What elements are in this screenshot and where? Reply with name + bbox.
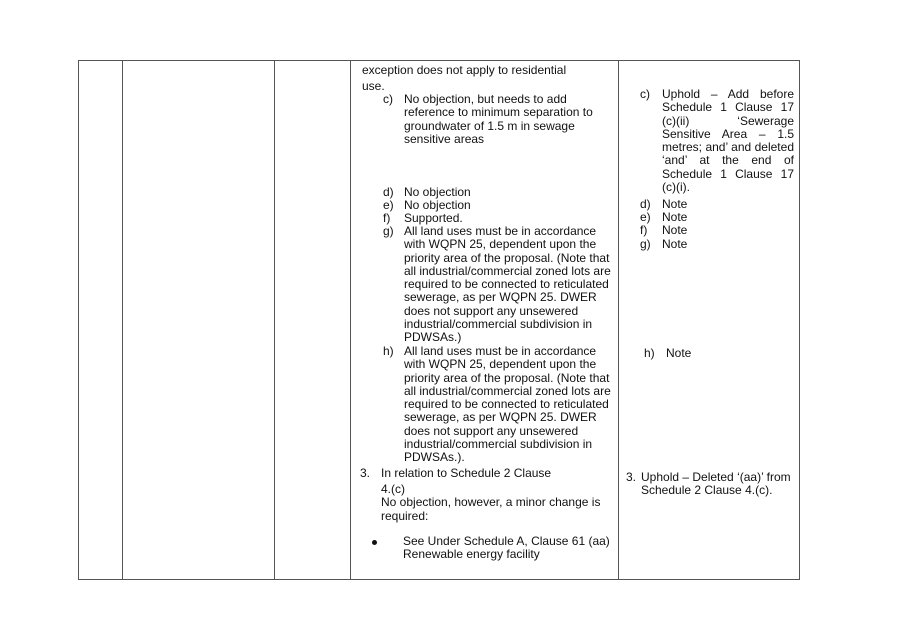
text-line: No objection, but needs to add <box>404 92 567 106</box>
text-line: groundwater of 1.5 m in sewage <box>404 118 575 133</box>
text-line: industrial/commercial subdivision in <box>404 317 593 332</box>
item-text: No objection <box>404 185 471 199</box>
text-line: industrial/commercial subdivision in <box>404 437 593 452</box>
item-label: 3. <box>626 470 637 484</box>
text-line: priority area of the proposal. (Note tha… <box>404 370 610 385</box>
comment-intro-use: use. <box>362 79 385 93</box>
item-text: Note <box>662 237 688 251</box>
comment-section-3-bullet: See Under Schedule A, Clause 61 (aa)Rene… <box>403 534 610 562</box>
text-line: with WQPN 25, dependent upon the <box>404 357 597 372</box>
text-line: required: <box>381 508 429 523</box>
table-bottom-border <box>78 579 800 580</box>
text-line: No objection <box>404 185 471 199</box>
text-line: Schedule 2 Clause 4.(c). <box>641 483 773 498</box>
text-line: with WQPN 25, dependent upon the <box>404 237 597 252</box>
text-line: Supported. <box>404 211 463 225</box>
text-line: priority area of the proposal. (Note tha… <box>404 250 610 265</box>
text-line: PDWSAs.). <box>404 450 465 465</box>
text-line: No objection, however, a minor change is <box>381 495 601 510</box>
text-line: metres; and’ and deleted <box>662 140 794 155</box>
text-line: required to be connected to reticulated <box>404 397 609 412</box>
text-line: Schedule 1 Clause 17 <box>662 166 794 181</box>
item-text: Note <box>662 197 688 211</box>
table-top-border <box>78 60 800 61</box>
item-label: f) <box>640 223 648 237</box>
text-line: reference to minimum separation to <box>404 105 593 120</box>
item-text: Note <box>662 210 688 224</box>
text-line: does not support any unsewered <box>404 423 579 438</box>
item-label: d) <box>383 185 394 199</box>
text-line: sewerage, as per WQPN 25. DWER <box>404 290 597 305</box>
item-label: e) <box>640 210 651 224</box>
item-label: g) <box>640 237 651 251</box>
column-divider <box>618 60 619 580</box>
text-line: Schedule 1 Clause 17 <box>662 100 794 115</box>
comment-section-3-body: 4.(c)No objection, however, a minor chan… <box>381 482 601 523</box>
text-line: sewerage, as per WQPN 25. DWER <box>404 410 597 425</box>
item-text: Note <box>662 223 688 237</box>
text-line: does not support any unsewered <box>404 303 579 318</box>
text-line: All land uses must be in accordance <box>404 224 597 238</box>
item-label: c) <box>640 87 650 101</box>
text-line: No objection <box>404 198 471 212</box>
text-line: (c)(ii) ‘Sewerage <box>662 113 794 128</box>
column-divider <box>799 60 800 580</box>
text-line: Note <box>662 237 688 251</box>
text-line: Uphold – Add before <box>662 87 794 101</box>
text-line: Sensitive Area – 1.5 <box>662 126 794 141</box>
item-text: Note <box>666 346 692 360</box>
text-line: Note <box>666 346 692 360</box>
item-text: No objection <box>404 198 471 212</box>
text-line: all industrial/commercial zoned lots are <box>404 263 611 278</box>
comment-intro: exception does not apply to residential <box>362 63 567 77</box>
text-line: exception does not apply to residential <box>362 63 567 77</box>
column-divider <box>122 60 123 580</box>
item-label: e) <box>383 198 394 212</box>
text-line: sensitive areas <box>404 131 485 146</box>
item-label: 3. <box>360 466 371 480</box>
item-label: c) <box>383 92 393 106</box>
text-line: Renewable energy facility <box>403 547 540 562</box>
text-line: See Under Schedule A, Clause 61 (aa) <box>403 534 610 548</box>
item-label: d) <box>640 197 651 211</box>
text-line: (c)(i). <box>662 180 690 195</box>
item-label: h) <box>644 346 655 360</box>
text-line: all industrial/commercial zoned lots are <box>404 383 611 398</box>
text-line: Uphold – Deleted ‘(aa)’ from <box>641 470 791 484</box>
text-line: ‘and’ at the end of <box>662 153 794 168</box>
text-line: PDWSAs.) <box>404 330 462 345</box>
column-divider <box>274 60 275 580</box>
text-line: All land uses must be in accordance <box>404 344 597 358</box>
text-line: Note <box>662 210 688 224</box>
column-divider <box>350 60 351 580</box>
item-label: f) <box>383 211 391 225</box>
text-line: In relation to Schedule 2 Clause <box>381 466 552 480</box>
item-label: h) <box>383 344 394 358</box>
item-text: In relation to Schedule 2 Clause <box>381 466 552 480</box>
text-line: Note <box>662 197 688 211</box>
text-line: Note <box>662 223 688 237</box>
text-line: required to be connected to reticulated <box>404 277 609 292</box>
item-text: Supported. <box>404 211 463 225</box>
bullet-icon <box>372 540 377 545</box>
text-line: 4.(c) <box>381 482 405 496</box>
column-divider <box>78 60 79 580</box>
item-label: g) <box>383 224 394 238</box>
